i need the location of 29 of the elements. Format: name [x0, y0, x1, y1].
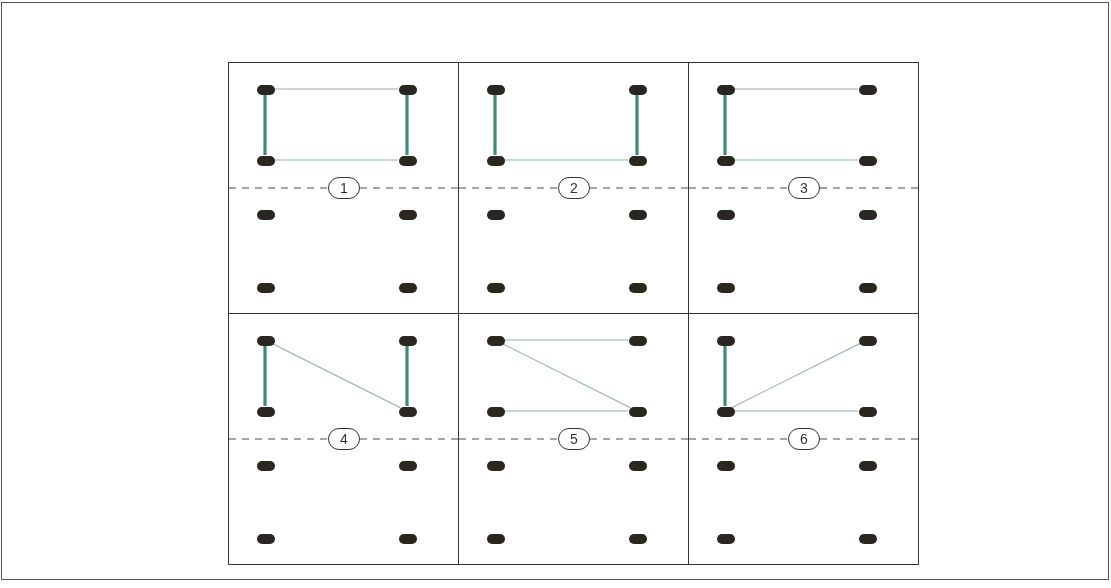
connecting-line [501, 342, 631, 409]
connecting-line [503, 339, 629, 341]
connecting-line [503, 410, 629, 412]
connecting-line [271, 342, 401, 409]
connecting-line [733, 88, 859, 90]
number-label: 3 [800, 181, 808, 195]
connecting-line [731, 342, 861, 409]
connecting-line [273, 88, 399, 90]
connecting-line [263, 345, 267, 406]
number-label: 5 [570, 432, 578, 446]
connecting-line [733, 159, 859, 161]
number-label: 4 [340, 432, 348, 446]
number-label: 2 [570, 181, 578, 195]
connecting-line [263, 94, 267, 155]
connecting-line [493, 94, 497, 155]
connecting-line [503, 159, 629, 161]
connecting-line [723, 345, 727, 406]
connecting-line [405, 345, 409, 406]
grid-panel [228, 313, 459, 565]
connecting-line [273, 159, 399, 161]
number-label: 1 [340, 181, 348, 195]
grid-panel [688, 62, 919, 314]
connecting-line [733, 410, 859, 412]
number-label: 6 [800, 432, 808, 446]
connecting-line [405, 94, 409, 155]
connecting-line [635, 94, 639, 155]
connecting-line [723, 94, 727, 155]
grid-panel [228, 62, 459, 314]
grid-panel [688, 313, 919, 565]
